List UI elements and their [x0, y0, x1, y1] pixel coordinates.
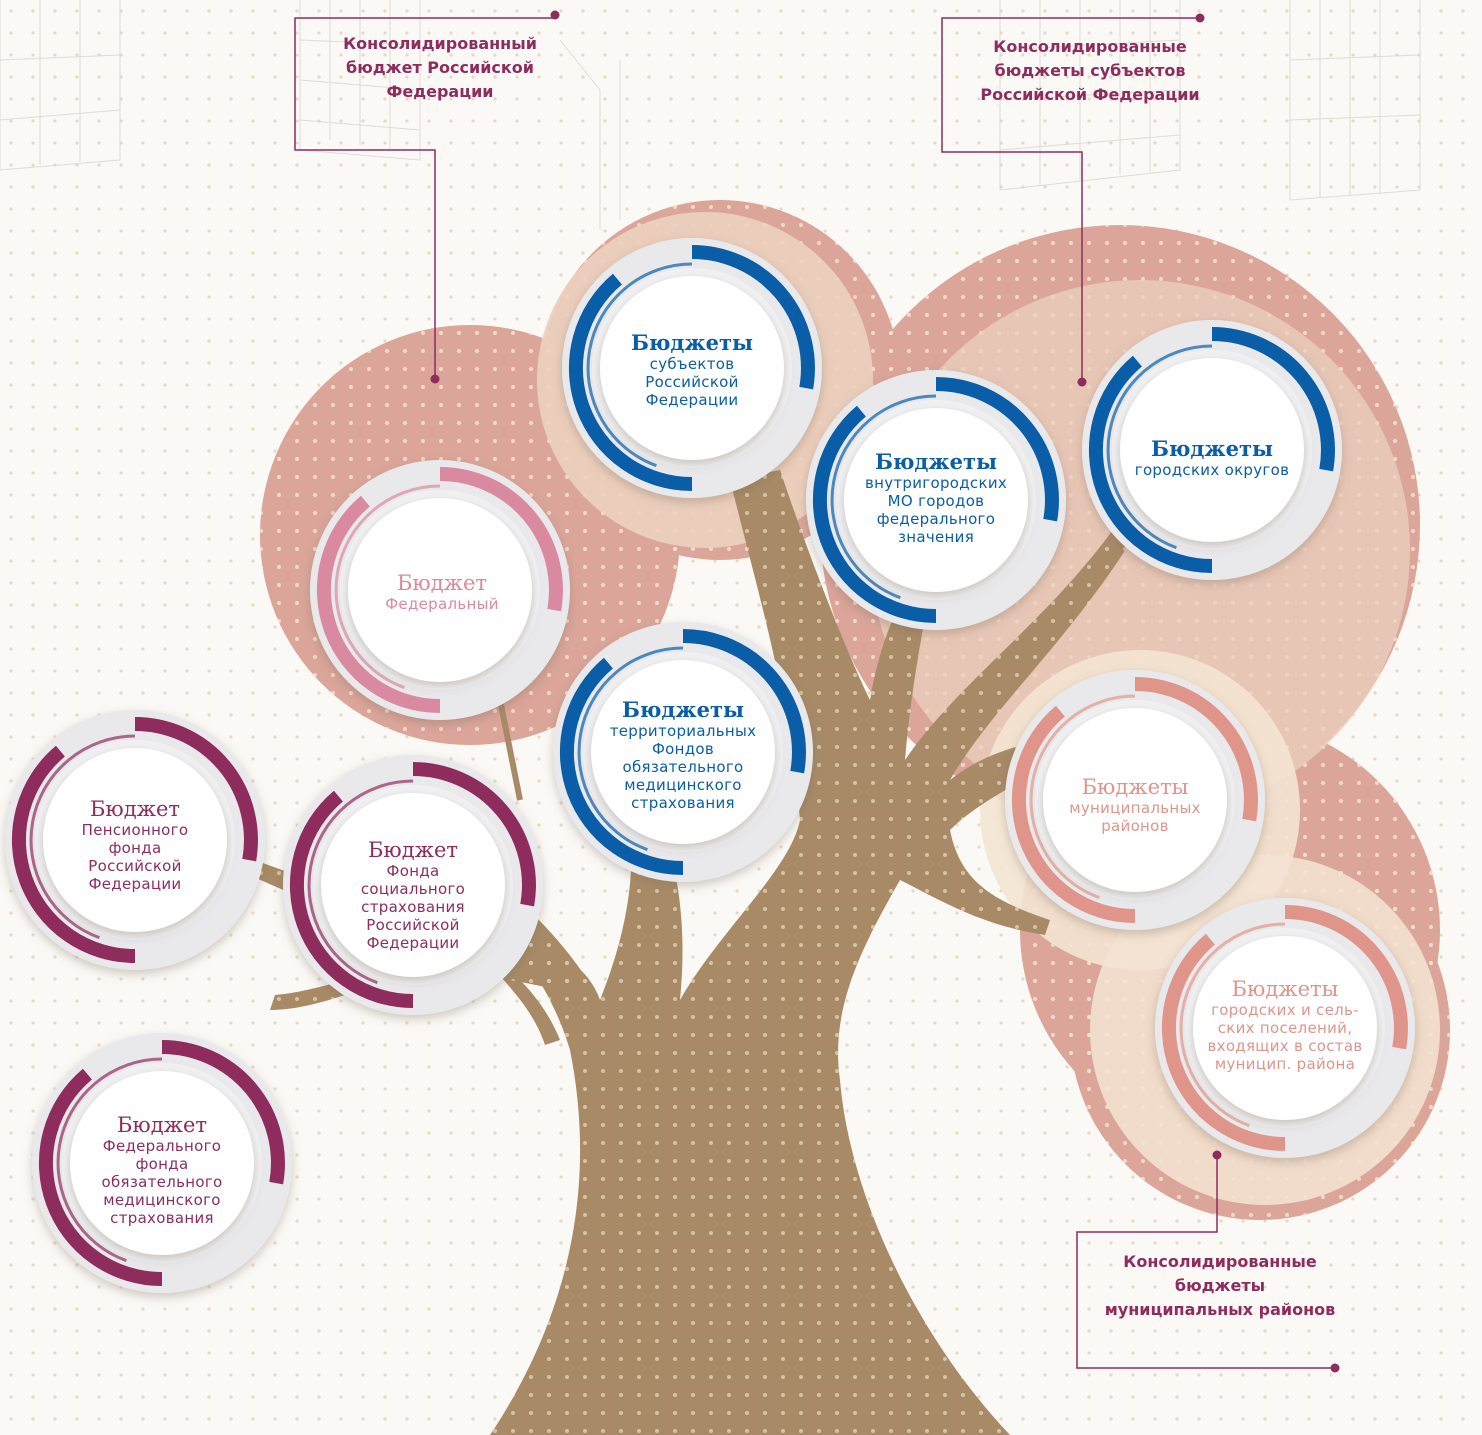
ring-intracity [806, 370, 1066, 630]
ring-medical-insurance [32, 1033, 292, 1293]
ring-territorial-funds [553, 622, 813, 882]
budget-subjects-title: Бюджеты [630, 330, 754, 355]
budget-federal-subtitle: Федеральный [385, 595, 499, 613]
budget-territorial-funds-title: Бюджеты [621, 697, 745, 722]
callout-dots [430, 10, 1340, 1373]
budget-federal-title: Бюджет [396, 571, 487, 595]
budget-medical-insurance-subtitle: Федерального фонда обязательного медицин… [101, 1137, 223, 1227]
budget-medical-insurance-title: Бюджет [116, 1113, 207, 1137]
ring-municipal-districts [1005, 670, 1265, 930]
budget-settlements: Бюджеты городских и сель-ских поселений,… [1205, 945, 1365, 1105]
ring-subjects [562, 238, 822, 498]
budget-settlements-title: Бюджеты [1231, 977, 1339, 1001]
ring-federal [310, 460, 570, 720]
budget-social-insurance-subtitle: Фонда социального страхования Российской… [360, 862, 466, 952]
callout-consolidated-subjects: Консолидированные бюджеты субъектов Росс… [980, 37, 1200, 104]
budget-federal: Бюджет Федеральный [352, 522, 532, 662]
budget-city-districts: Бюджеты городских округов [1132, 388, 1292, 528]
budget-medical-insurance: Бюджет Федерального фонда обязательного … [82, 1090, 242, 1250]
budget-intracity: Бюджеты внутригородских МО городов федер… [858, 428, 1014, 568]
budget-municipal-districts-title: Бюджеты [1081, 775, 1189, 799]
budget-city-districts-subtitle: городских округов [1134, 461, 1290, 479]
budget-rings [5, 238, 1415, 1293]
budget-settlements-subtitle: городских и сель-ских поселений, входящи… [1207, 1001, 1363, 1073]
budget-municipal-districts: Бюджеты муниципальных районов [1050, 735, 1220, 875]
budget-subjects: Бюджеты субъектов Российской Федерации [612, 300, 772, 440]
callout-consolidated-rf: Консолидированный бюджет Российской Феде… [343, 34, 537, 101]
ring-city-districts [1082, 320, 1342, 580]
budget-pension-fund: Бюджет Пенсионного фонда Российской Феде… [60, 775, 210, 915]
ring-pension-fund [5, 710, 265, 970]
budget-subjects-subtitle: субъектов Российской Федерации [645, 355, 739, 409]
budget-intracity-subtitle: внутригородских МО городов федерального … [864, 474, 1008, 546]
budget-territorial-funds: Бюджеты территориальных Фондов обязатель… [598, 675, 768, 835]
ring-social-insurance [283, 755, 543, 1015]
ring-settlements [1155, 898, 1415, 1158]
budget-social-insurance-title: Бюджет [367, 838, 458, 862]
budget-pension-fund-subtitle: Пенсионного фонда Российской Федерации [81, 821, 189, 893]
budget-territorial-funds-subtitle: территориальных Фондов обязательного мед… [609, 722, 757, 812]
budget-pension-fund-title: Бюджет [89, 797, 180, 821]
budget-social-insurance: Бюджет Фонда социального страхования Рос… [338, 815, 488, 975]
callout-consolidated-municipal: Консолидированные бюджеты муниципальных … [1104, 1252, 1336, 1319]
budget-city-districts-title: Бюджеты [1150, 436, 1274, 461]
budget-municipal-districts-subtitle: муниципальных районов [1069, 799, 1201, 835]
budget-intracity-title: Бюджеты [874, 449, 998, 474]
building-sketch [0, 0, 1421, 230]
